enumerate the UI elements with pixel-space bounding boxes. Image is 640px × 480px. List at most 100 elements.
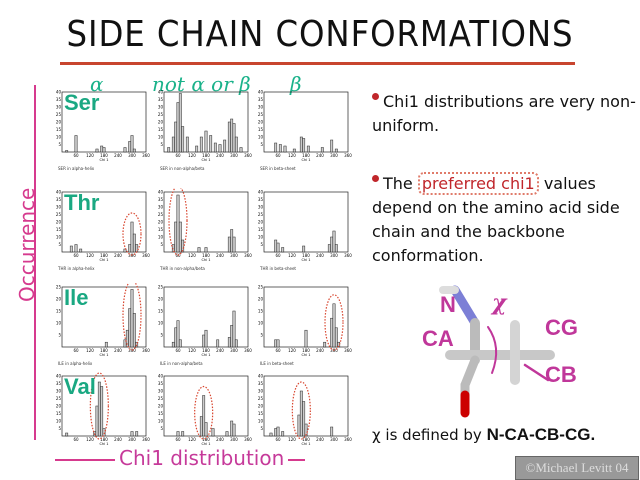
- y-tick-label: 20: [258, 297, 264, 302]
- histogram-bar: [232, 423, 236, 437]
- y-tick-label: 20: [56, 404, 62, 409]
- x-tick-label: 120: [188, 437, 196, 442]
- cb-pointer-arrow: [523, 363, 550, 382]
- y-tick-label: 10: [158, 419, 164, 424]
- histogram-bar: [274, 142, 278, 153]
- histogram-bar: [232, 310, 236, 348]
- histogram-bar: [330, 236, 334, 253]
- y-tick-label: 40: [258, 374, 264, 379]
- definition-text: χ is defined by: [372, 426, 482, 444]
- x-tick-label: 300: [330, 253, 338, 258]
- histogram-bar: [274, 428, 278, 437]
- y-tick-label: 25: [258, 396, 264, 401]
- histogram-bar: [283, 145, 287, 153]
- label-ca: CA: [422, 326, 454, 351]
- y-tick-label: 15: [258, 309, 264, 314]
- x-tick-label: 60: [73, 348, 79, 353]
- n-bond: [450, 285, 480, 328]
- histogram-bar: [232, 123, 236, 153]
- y-tick-label: 30: [258, 105, 264, 110]
- histogram-bar: [74, 244, 78, 253]
- histogram-bar: [95, 148, 99, 153]
- histogram-bar: [181, 239, 185, 253]
- histogram-bar: [230, 229, 234, 253]
- histogram-bar: [218, 144, 222, 153]
- y-tick-label: 10: [258, 419, 264, 424]
- histogram-bar: [128, 141, 132, 153]
- y-tick-label: 10: [56, 235, 62, 240]
- x-tick-label: 120: [188, 253, 196, 258]
- x-tick-label: 360: [344, 153, 352, 158]
- histogram-bar: [132, 233, 136, 253]
- y-tick-label: 35: [158, 197, 164, 202]
- y-tick-label: 10: [56, 321, 62, 326]
- y-tick-label: 35: [56, 97, 62, 102]
- histogram-bar: [178, 221, 182, 253]
- histogram-bar: [223, 139, 227, 153]
- histogram-caption: ILE in non-alpha/beta: [160, 361, 203, 366]
- x-axis-title: Chi 1: [100, 353, 109, 357]
- histogram-bar: [211, 428, 215, 437]
- x-tick-label: 120: [288, 437, 296, 442]
- histogram-bar: [292, 148, 296, 153]
- y-tick-label: 30: [158, 389, 164, 394]
- x-tick-label: 300: [230, 437, 238, 442]
- y-tick-label: 20: [258, 220, 264, 225]
- x-tick-label: 120: [86, 348, 94, 353]
- x-tick-label: 180: [100, 153, 108, 158]
- column-label-beta: β: [290, 72, 302, 96]
- y-tick-label: 25: [258, 212, 264, 217]
- x-axis-title: Chi 1: [302, 353, 311, 357]
- x-tick-label: 180: [202, 348, 210, 353]
- x-axis-label: Chi1 distribution: [115, 446, 289, 470]
- y-tick-label: 20: [56, 220, 62, 225]
- histogram-bar: [102, 147, 106, 153]
- x-tick-label: 180: [302, 153, 310, 158]
- x-tick-label: 180: [202, 153, 210, 158]
- histogram-bar: [323, 341, 327, 348]
- histogram-bar: [276, 242, 280, 253]
- y-tick-label: 10: [258, 321, 264, 326]
- histogram-bar: [276, 426, 280, 437]
- histogram-bar: [320, 147, 324, 153]
- y-tick-label: 20: [158, 297, 164, 302]
- histogram-bar: [227, 236, 231, 253]
- x-axis-title: Chi 1: [202, 158, 211, 162]
- title-underline: [60, 62, 575, 65]
- y-tick-label: 5: [160, 426, 163, 431]
- x-tick-label: 360: [142, 348, 150, 353]
- x-tick-label: 60: [73, 253, 79, 258]
- x-tick-label: 120: [188, 348, 196, 353]
- label-cb: CB: [545, 362, 577, 387]
- histogram-bar: [130, 289, 134, 348]
- y-tick-label: 15: [258, 411, 264, 416]
- histogram-bar: [132, 313, 136, 348]
- histogram-bar: [216, 339, 220, 348]
- histogram-bar: [204, 130, 208, 153]
- histogram-bar: [171, 136, 175, 153]
- histogram-bar: [135, 341, 139, 348]
- histogram-bar: [204, 422, 208, 437]
- y-tick-label: 25: [258, 112, 264, 117]
- histogram-bar: [239, 147, 243, 153]
- bullet-dot: [372, 93, 379, 100]
- histogram-bar: [225, 431, 229, 437]
- x-axis-title: Chi 1: [100, 158, 109, 162]
- histogram-bar: [176, 431, 180, 437]
- y-tick-label: 40: [258, 90, 264, 95]
- x-tick-label: 180: [202, 437, 210, 442]
- x-tick-label: 300: [230, 348, 238, 353]
- histogram-bar: [178, 93, 182, 153]
- y-tick-label: 20: [158, 404, 164, 409]
- histogram-bar: [65, 150, 69, 153]
- histogram-bar: [135, 431, 139, 437]
- y-tick-label: 40: [158, 90, 164, 95]
- y-tick-label: 10: [258, 235, 264, 240]
- y-tick-label: 15: [158, 411, 164, 416]
